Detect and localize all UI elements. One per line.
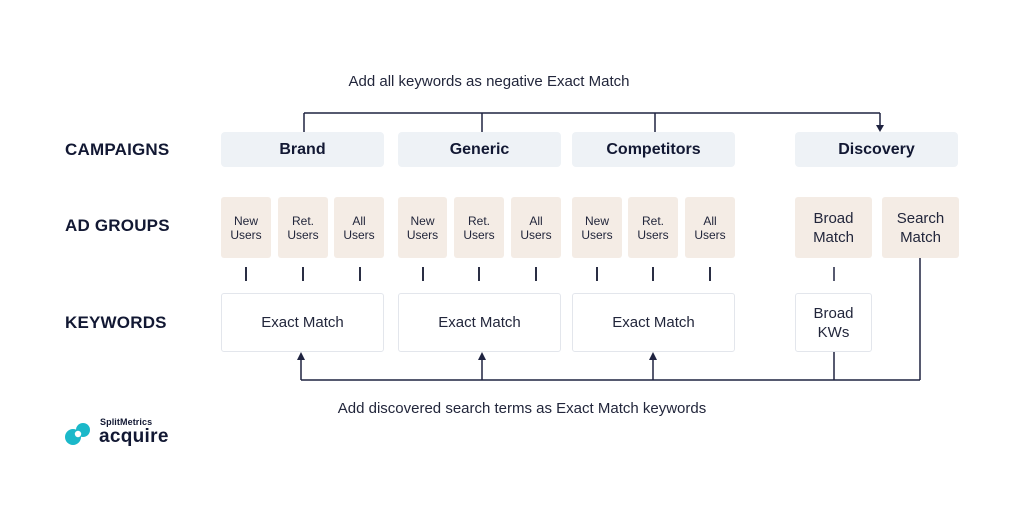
ad-group-brand-new-users: New Users <box>221 197 271 258</box>
ad-group-competitors-new-users: New Users <box>572 197 622 258</box>
ad-group-brand-all-users: All Users <box>334 197 384 258</box>
ad-group-generic-ret-users: Ret. Users <box>454 197 504 258</box>
row-label-keywords: KEYWORDS <box>65 313 167 332</box>
ad-group-generic-new-users: New Users <box>398 197 447 258</box>
top-bracket <box>303 112 881 132</box>
tick <box>302 267 304 281</box>
row-label-campaigns: CAMPAIGNS <box>65 140 170 159</box>
logo-brand-name: SplitMetrics <box>100 417 153 427</box>
bottom-bracket <box>300 258 921 381</box>
keyword-discovery-broad-kws: Broad KWs <box>795 293 872 352</box>
splitmetrics-logo: SplitMetrics acquire <box>64 417 184 451</box>
tick <box>245 267 247 281</box>
arrow-to-discovery <box>876 125 884 132</box>
tick <box>596 267 598 281</box>
keyword-generic-exact-match: Exact Match <box>398 293 561 352</box>
ad-group-generic-all-users: All Users <box>511 197 561 258</box>
arrow-to-generic-exact <box>478 352 486 360</box>
tick <box>359 267 361 281</box>
row-label-ad-groups: AD GROUPS <box>65 216 170 235</box>
keyword-competitors-exact-match: Exact Match <box>572 293 735 352</box>
top-caption: Add all keywords as negative Exact Match <box>348 73 630 90</box>
tick <box>535 267 537 281</box>
tick <box>422 267 424 281</box>
ad-group-discovery-search-match: Search Match <box>882 197 959 258</box>
ad-group-brand-ret-users: Ret. Users <box>278 197 328 258</box>
ad-group-discovery-broad-match: Broad Match <box>795 197 872 258</box>
bottom-caption: Add discovered search terms as Exact Mat… <box>337 400 707 417</box>
campaign-generic: Generic <box>398 132 561 167</box>
ad-group-competitors-all-users: All Users <box>685 197 735 258</box>
splitmetrics-logo-icon <box>65 423 90 445</box>
arrow-to-brand-exact <box>297 352 305 360</box>
campaign-competitors: Competitors <box>572 132 735 167</box>
logo-product-name: acquire <box>99 426 169 447</box>
arrow-to-competitors-exact <box>649 352 657 360</box>
keyword-brand-exact-match: Exact Match <box>221 293 384 352</box>
campaign-discovery: Discovery <box>795 132 958 167</box>
campaign-brand: Brand <box>221 132 384 167</box>
ad-group-competitors-ret-users: Ret. Users <box>628 197 678 258</box>
tick <box>478 267 480 281</box>
tick <box>652 267 654 281</box>
tick <box>709 267 711 281</box>
